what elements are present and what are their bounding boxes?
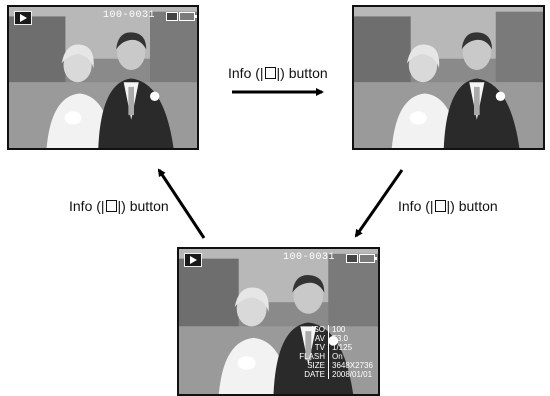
screen-basic-info: 100-0031 <box>7 5 199 150</box>
caption-top: Info (||) button <box>228 65 328 81</box>
caption-right: Info (||) button <box>398 198 498 214</box>
arrow-left <box>157 168 206 239</box>
info-button-icon <box>434 200 446 212</box>
play-mode-icon <box>14 11 32 25</box>
battery-icon <box>179 12 197 21</box>
caption-left: Info (||) button <box>69 198 169 214</box>
info-button-icon <box>264 67 276 79</box>
screen-no-info <box>352 5 545 150</box>
file-number: 100-0031 <box>103 10 156 21</box>
arrow-right <box>354 169 404 238</box>
battery-icon <box>359 254 377 263</box>
file-number: 100-0031 <box>283 252 336 263</box>
play-mode-icon <box>184 253 202 267</box>
memory-card-icon <box>166 12 178 21</box>
info-button-icon <box>105 200 117 212</box>
memory-card-icon <box>346 254 358 263</box>
